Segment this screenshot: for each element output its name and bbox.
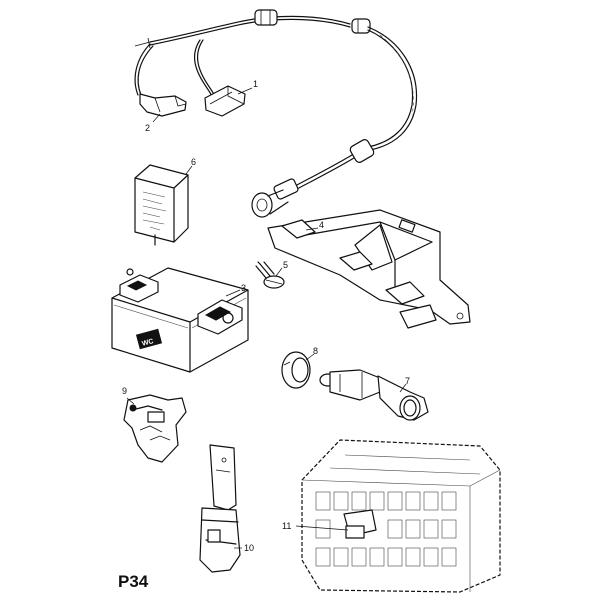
callout-10: 10 xyxy=(244,543,254,553)
page-code-label: P34 xyxy=(118,572,149,591)
connector-icon xyxy=(123,394,187,463)
callouts: 1 2 3 4 5 6 7 8 9 10 11 xyxy=(122,79,410,553)
callout-4: 4 xyxy=(319,220,324,230)
callout-11: 11 xyxy=(282,521,291,531)
bulb-socket-icon xyxy=(319,369,429,421)
cable-plug-end-2 xyxy=(139,93,187,117)
callout-3: 3 xyxy=(241,283,246,293)
callout-5: 5 xyxy=(283,260,288,270)
callout-7: 7 xyxy=(405,376,410,386)
cable-plug-end-1 xyxy=(204,85,246,117)
bulb-holder-plug xyxy=(251,178,299,218)
terminal-clip-icon xyxy=(199,444,241,573)
callout-1: 1 xyxy=(253,79,258,89)
sensor-cable-assembly xyxy=(134,9,418,218)
mounting-bracket-icon xyxy=(267,209,471,329)
screw-icon xyxy=(255,261,285,289)
control-unit-badge: WC xyxy=(141,338,154,348)
fuse-box-icon xyxy=(301,439,501,593)
callout-2: 2 xyxy=(145,123,150,133)
callout-6: 6 xyxy=(191,157,196,167)
callout-9: 9 xyxy=(122,386,127,396)
callout-8: 8 xyxy=(313,346,318,356)
relay-icon xyxy=(134,164,189,246)
grommet-icon xyxy=(281,351,311,389)
control-unit-icon xyxy=(111,267,249,373)
